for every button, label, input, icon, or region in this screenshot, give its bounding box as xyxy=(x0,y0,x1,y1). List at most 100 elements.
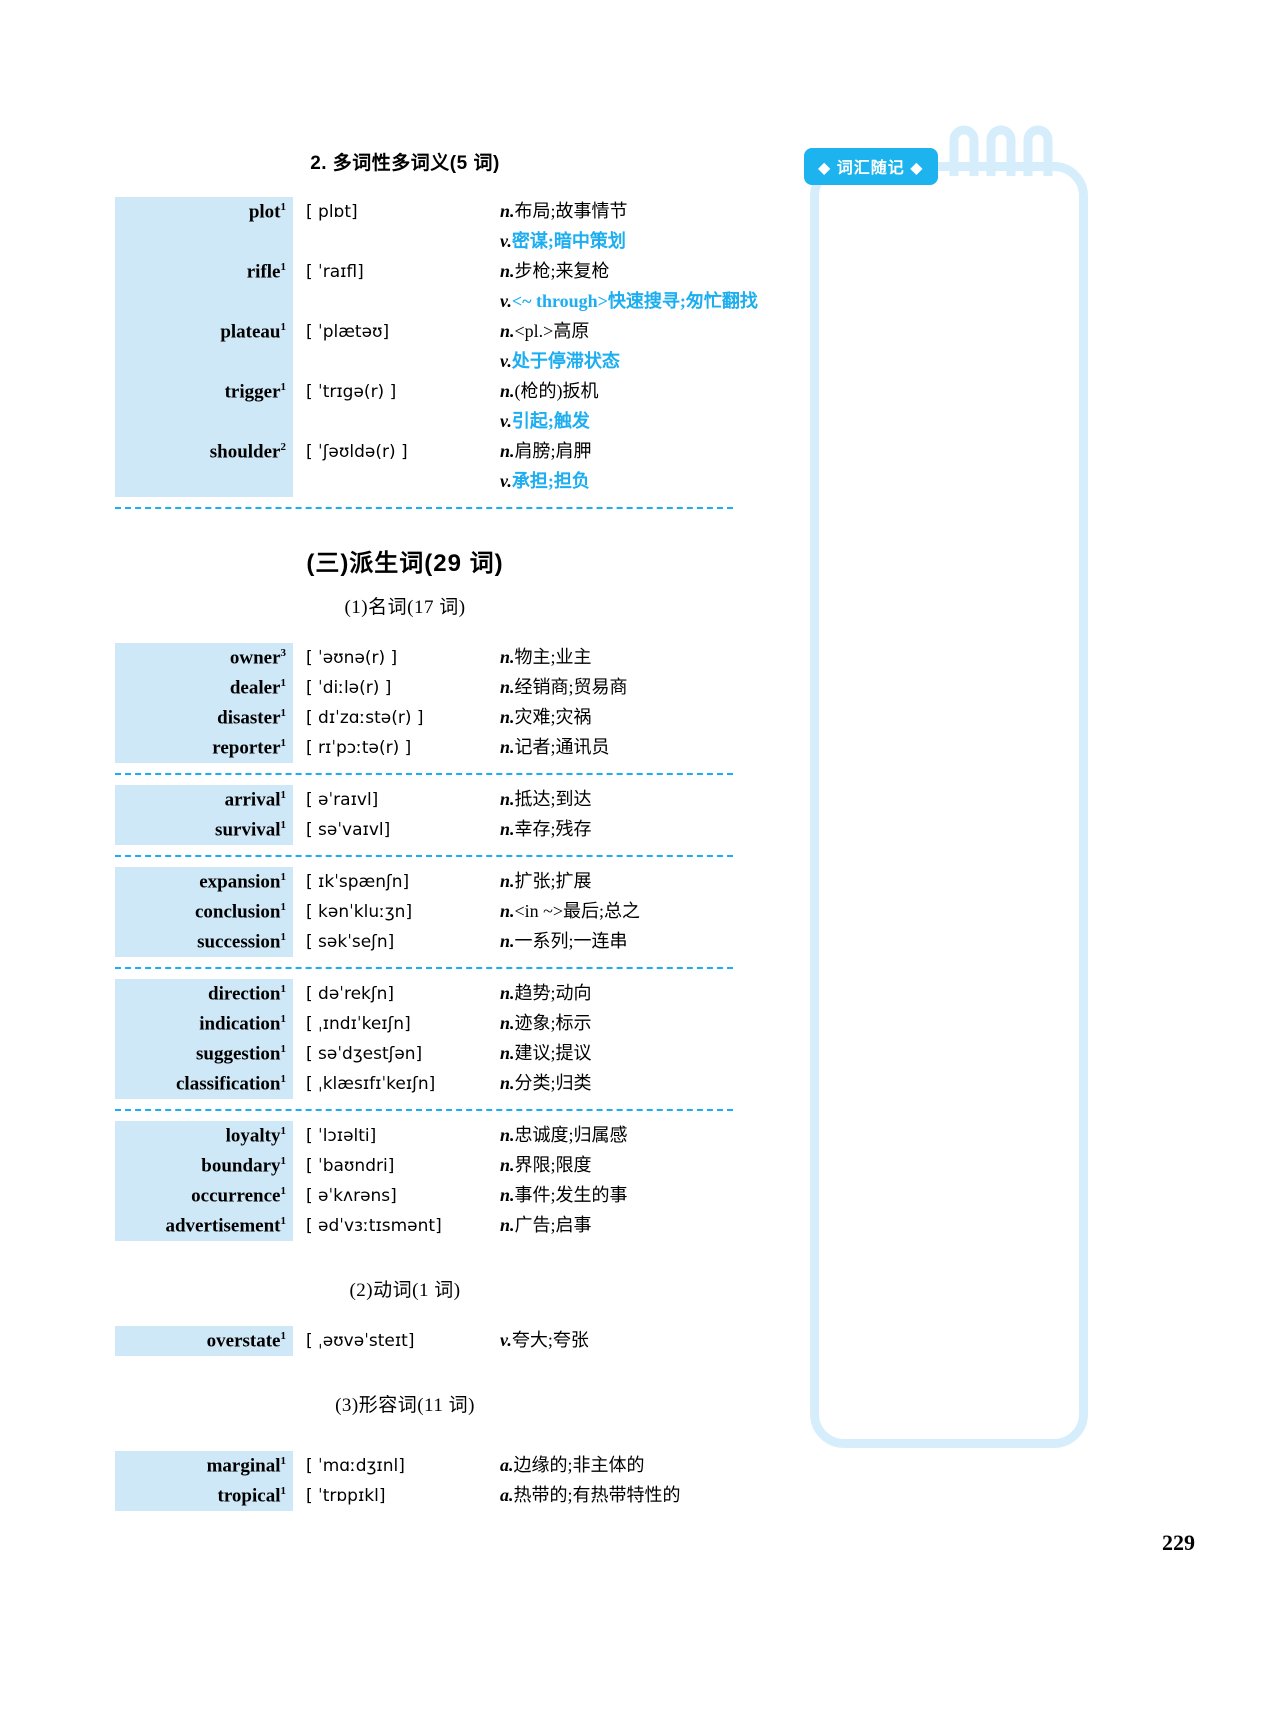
definition-text: 承担;担负 xyxy=(511,471,590,491)
word-term: advertisement1 xyxy=(0,1215,293,1237)
word-term: expansion1 xyxy=(0,871,293,893)
word-row: expansion1 [ ɪkˈspænʃn] n.扩张;扩展 xyxy=(0,867,810,897)
word-definition: n.一系列;一连串 xyxy=(500,927,810,953)
word-definition: n.迹象;标示 xyxy=(500,1009,810,1035)
definition-text: <~ through>快速搜寻;匆忙翻找 xyxy=(511,291,758,311)
part-of-speech: v. xyxy=(500,291,512,311)
word-superscript: 1 xyxy=(280,1154,287,1167)
definition-text: 记者;通讯员 xyxy=(514,737,610,757)
word-text: classification xyxy=(176,1073,281,1094)
word-phonetic: [ ˈəʊnə(r) ] xyxy=(306,648,398,668)
part-of-speech: n. xyxy=(500,931,515,951)
subheading-nouns: (1)名词(17 词) xyxy=(344,597,466,618)
word-row: direction1 [ dəˈrekʃn] n.趋势;动向 xyxy=(0,979,810,1009)
word-row: tropical1 [ ˈtrɒpɪkl] a.热带的;有热带特性的 xyxy=(0,1481,810,1511)
part-of-speech: n. xyxy=(500,983,515,1003)
word-phonetic: [ plɒt] xyxy=(306,202,358,222)
word-text: plot xyxy=(248,201,281,222)
word-term: rifle1 xyxy=(0,261,293,283)
definition-text: 事件;发生的事 xyxy=(514,1185,628,1205)
word-column-highlight xyxy=(115,867,293,957)
word-column-highlight xyxy=(115,643,293,763)
word-superscript: 1 xyxy=(280,982,287,995)
word-phonetic: [ ˈraɪfl] xyxy=(306,262,364,282)
part-of-speech: n. xyxy=(500,381,515,401)
word-group: arrival1 [ əˈraɪvl] n.抵达;到达 survival1 [ … xyxy=(0,785,810,845)
subheading-verbs: (2)动词(1 词) xyxy=(349,1280,461,1301)
part-of-speech: v. xyxy=(500,411,512,431)
section-divider xyxy=(115,773,733,775)
word-row: succession1 [ səkˈseʃn] n.一系列;一连串 xyxy=(0,927,810,957)
word-text: overstate xyxy=(206,1330,281,1351)
word-row: v.引起;触发 xyxy=(0,407,810,437)
word-definition: n.忠诚度;归属感 xyxy=(500,1121,810,1147)
word-text: occurrence xyxy=(191,1185,281,1206)
part-of-speech: n. xyxy=(500,677,515,697)
part-of-speech: a. xyxy=(500,1455,514,1475)
word-text: rifle xyxy=(246,261,281,282)
word-term: boundary1 xyxy=(0,1155,293,1177)
word-group: marginal1 [ ˈmɑːdʒɪnl] a.边缘的;非主体的 tropic… xyxy=(0,1451,810,1511)
word-term: suggestion1 xyxy=(0,1043,293,1065)
word-phonetic: [ kənˈkluːʒn] xyxy=(306,902,413,922)
word-text: conclusion xyxy=(194,901,281,922)
word-superscript: 1 xyxy=(280,900,287,913)
definition-text: 热带的;有热带特性的 xyxy=(513,1485,681,1505)
word-row: boundary1 [ ˈbaʊndri] n.界限;限度 xyxy=(0,1151,810,1181)
word-superscript: 1 xyxy=(280,1042,287,1055)
word-term: succession1 xyxy=(0,931,293,953)
word-definition: v.处于停滞状态 xyxy=(500,347,810,373)
word-phonetic: [ dəˈrekʃn] xyxy=(306,984,394,1004)
word-text: indication xyxy=(199,1013,281,1034)
word-definition: n.幸存;残存 xyxy=(500,815,810,841)
definition-text: 界限;限度 xyxy=(514,1155,592,1175)
word-row: plateau1 [ ˈplætəʊ] n.<pl.>高原 xyxy=(0,317,810,347)
word-term: plot1 xyxy=(0,201,293,223)
word-text: tropical xyxy=(217,1485,281,1506)
word-row: marginal1 [ ˈmɑːdʒɪnl] a.边缘的;非主体的 xyxy=(0,1451,810,1481)
word-row: rifle1 [ ˈraɪfl] n.步枪;来复枪 xyxy=(0,257,810,287)
word-row: advertisement1 [ ədˈvɜːtɪsmənt] n.广告;启事 xyxy=(0,1211,810,1241)
section-heading-derived: (三)派生词(29 词) xyxy=(306,550,504,577)
word-term: conclusion1 xyxy=(0,901,293,923)
word-row: conclusion1 [ kənˈkluːʒn] n.<in ~>最后;总之 xyxy=(0,897,810,927)
word-phonetic: [ ˈlɔɪəlti] xyxy=(306,1126,377,1146)
word-superscript: 1 xyxy=(280,1012,287,1025)
section-divider xyxy=(115,855,733,857)
word-definition: n.<in ~>最后;总之 xyxy=(500,897,810,923)
word-definition: n.抵达;到达 xyxy=(500,785,810,811)
part-of-speech: n. xyxy=(500,1013,515,1033)
word-column-highlight xyxy=(115,1326,293,1356)
definition-text: 密谋;暗中策划 xyxy=(511,231,626,251)
definition-text: 肩膀;肩胛 xyxy=(514,441,592,461)
word-phonetic: [ ˌklæsɪfɪˈkeɪʃn] xyxy=(306,1074,436,1094)
word-text: advertisement xyxy=(165,1215,281,1236)
definition-text: 物主;业主 xyxy=(514,647,592,667)
word-definition: n.布局;故事情节 xyxy=(500,197,810,223)
word-term: trigger1 xyxy=(0,381,293,403)
part-of-speech: n. xyxy=(500,819,515,839)
word-definition: n.建议;提议 xyxy=(500,1039,810,1065)
word-term: loyalty1 xyxy=(0,1125,293,1147)
word-superscript: 1 xyxy=(280,788,287,801)
word-phonetic: [ ədˈvɜːtɪsmənt] xyxy=(306,1216,442,1236)
word-row: v.<~ through>快速搜寻;匆忙翻找 xyxy=(0,287,810,317)
word-row: v.承担;担负 xyxy=(0,467,810,497)
word-text: loyalty xyxy=(225,1125,281,1146)
word-term: overstate1 xyxy=(0,1330,293,1352)
word-row: reporter1 [ rɪˈpɔːtə(r) ] n.记者;通讯员 xyxy=(0,733,810,763)
word-text: reporter xyxy=(212,737,281,758)
word-term: survival1 xyxy=(0,819,293,841)
definition-text: 建议;提议 xyxy=(514,1043,592,1063)
word-phonetic: [ ˈbaʊndri] xyxy=(306,1156,395,1176)
word-superscript: 1 xyxy=(280,320,287,333)
word-term: dealer1 xyxy=(0,677,293,699)
word-definition: n.事件;发生的事 xyxy=(500,1181,810,1207)
word-superscript: 1 xyxy=(280,818,287,831)
word-row: occurrence1 [ əˈkʌrəns] n.事件;发生的事 xyxy=(0,1181,810,1211)
part-of-speech: n. xyxy=(500,707,515,727)
word-row: v.处于停滞状态 xyxy=(0,347,810,377)
word-phonetic: [ rɪˈpɔːtə(r) ] xyxy=(306,738,412,758)
part-of-speech: n. xyxy=(500,201,515,221)
part-of-speech: n. xyxy=(500,1215,515,1235)
